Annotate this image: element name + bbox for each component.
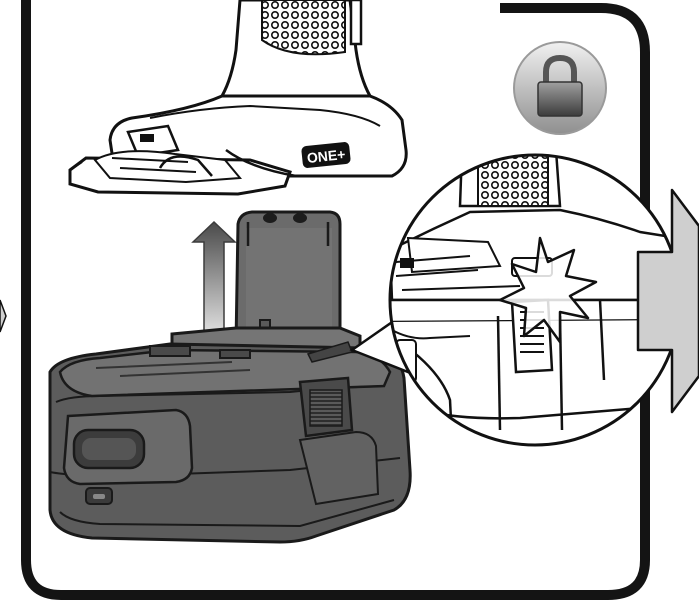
battery-fuel-gauge-button: [85, 487, 113, 505]
arrow-right-icon: [636, 188, 699, 414]
step-frame: [21, 0, 650, 600]
lock-icon: [537, 54, 583, 117]
previous-step-arrow: [0, 299, 7, 333]
tool-grip-pattern: [261, 0, 346, 56]
battery-pack: [48, 210, 412, 544]
lock-badge: [513, 41, 607, 135]
click-burst-icon: [498, 236, 598, 344]
one-plus-logo-text: ONE+: [306, 146, 346, 166]
tool-body: ONE+: [68, 0, 408, 196]
one-plus-logo: ONE+: [301, 142, 351, 168]
arrow-up-icon: [191, 220, 237, 333]
battery-release-latch: [298, 376, 354, 438]
